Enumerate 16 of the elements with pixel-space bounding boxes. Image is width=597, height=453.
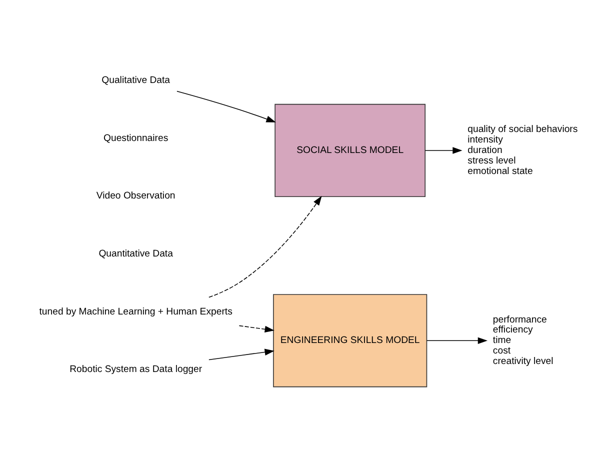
arrow (424, 147, 462, 154)
node-text: performance efficiency time cost creativity level (492, 314, 554, 367)
arrow (208, 348, 274, 360)
node-text: Robotic System as Data logger (70, 364, 202, 376)
node-box: ENGINEERING SKILLS MODEL (273, 294, 428, 388)
arrow (208, 196, 322, 298)
label: Video Observation (96, 190, 176, 202)
arrow (426, 337, 488, 344)
arrow (238, 325, 274, 333)
arrow (176, 90, 276, 122)
node-text: quality of social behaviors intensity duration stress level emotional state (468, 124, 578, 177)
node-text: Qualitative Data (102, 75, 170, 86)
label: Quantitative Data (98, 248, 173, 260)
label: Questionnaires (104, 132, 168, 144)
node-box: SOCIAL SKILLS MODEL (274, 104, 426, 198)
node-text: tuned by Machine Learning + Human Experts (39, 306, 232, 318)
